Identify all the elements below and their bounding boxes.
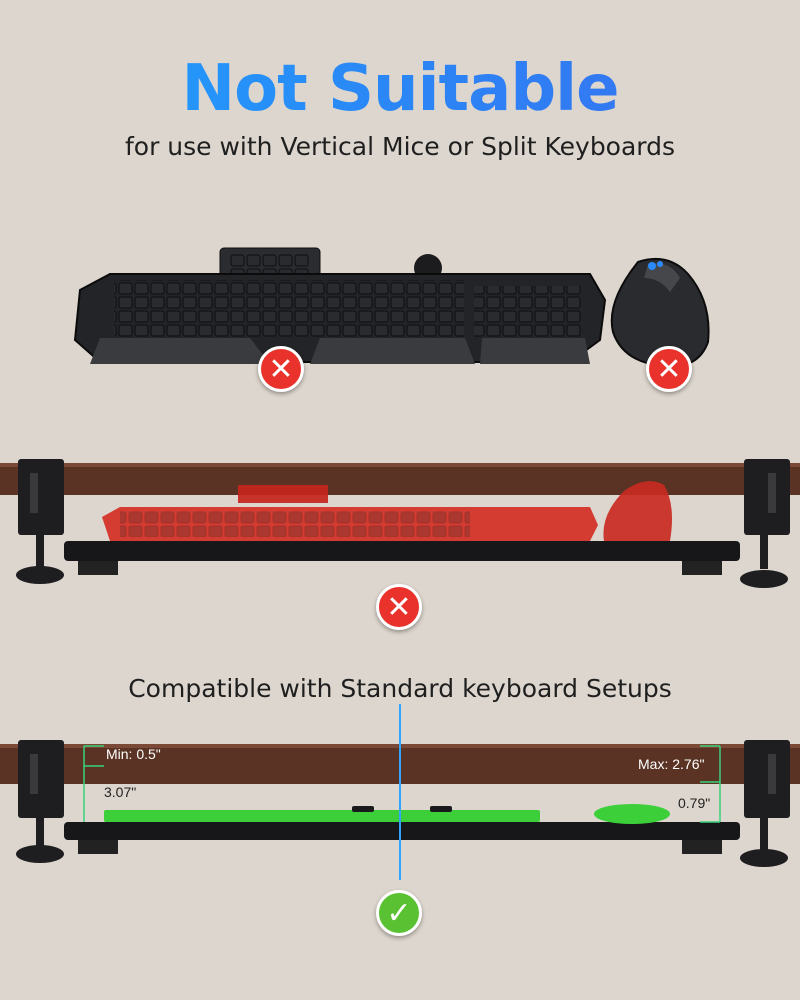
page-title: Not Suitable (0, 52, 800, 126)
page-subtitle: for use with Vertical Mice or Split Keyb… (124, 132, 676, 161)
mouse-not-suitable-icon: ✕ (646, 346, 692, 392)
compatible-check-icon: ✓ (376, 890, 422, 936)
desk-tray-not-suitable (0, 459, 800, 588)
right-height-label: 0.79" (678, 795, 711, 811)
center-guide-line (399, 704, 401, 880)
min-clearance-label: Min: 0.5" (106, 746, 161, 762)
max-clearance-label: Max: 2.76" (638, 756, 705, 772)
keyboard-not-suitable-icon: ✕ (258, 346, 304, 392)
compatible-caption: Compatible with Standard keyboard Setups (128, 674, 672, 703)
gaming-keyboard-illustration (73, 247, 607, 364)
left-height-label: 3.07" (104, 784, 137, 800)
tray-not-suitable-icon: ✕ (376, 584, 422, 630)
